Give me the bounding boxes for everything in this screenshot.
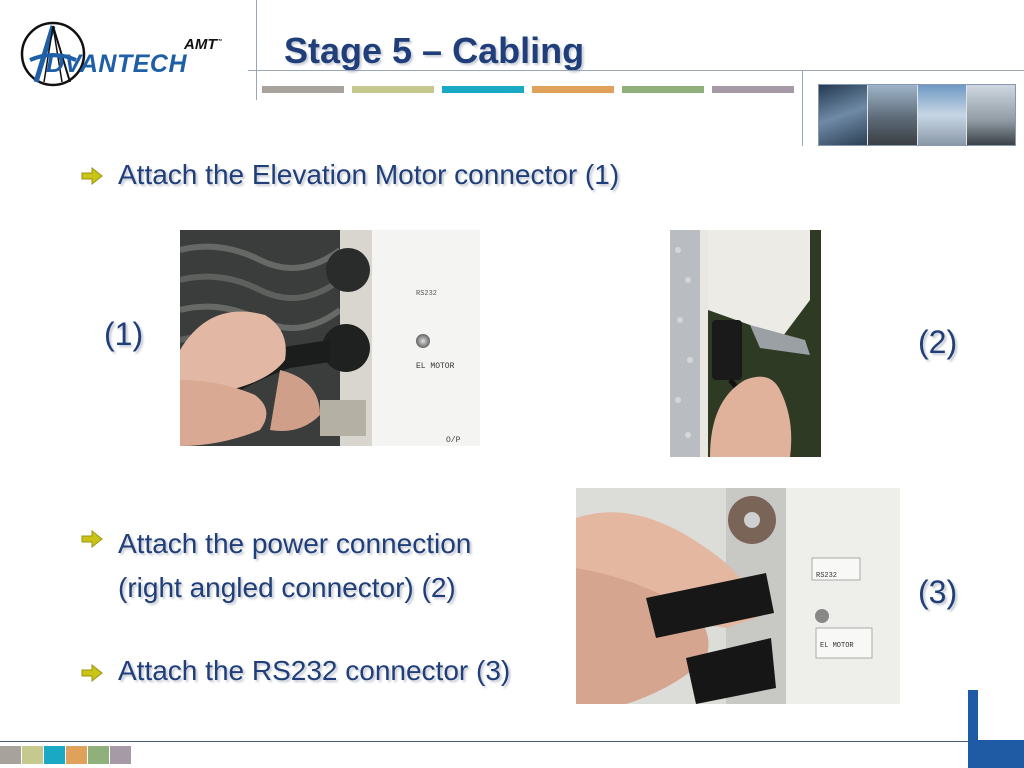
bullet-text: (right angled connector) (2) (118, 572, 456, 603)
header-thumb-walker (966, 85, 1015, 145)
photo3-label-el-motor: EL MOTOR (820, 642, 854, 650)
footer-bar-green (88, 746, 109, 764)
footer-color-bars (0, 746, 132, 764)
color-bar-olive (352, 86, 434, 93)
header-divider-right (802, 70, 803, 146)
bullet-power-connection: Attach the power connection (right angle… (118, 522, 471, 610)
footer-bar-olive (22, 746, 43, 764)
photo3-label-rs232: RS232 (816, 572, 838, 580)
color-bar-mauve (712, 86, 794, 93)
logo-amt-text: AMT™ (184, 36, 223, 53)
color-bar-orange (532, 86, 614, 93)
footer-accent-block (968, 740, 1024, 768)
bullet-text: Attach the RS232 connector (3) (118, 655, 511, 686)
satellite-dish-logo-icon (20, 21, 86, 87)
header-photo-strip (818, 84, 1016, 146)
photo-rs232-connector: RS232 EL MOTOR (576, 488, 900, 704)
label-one: (1) (104, 316, 144, 352)
footer-accent-vertical (968, 690, 978, 768)
arrow-right-icon (81, 167, 103, 185)
label-two: (2) (918, 324, 958, 360)
bullet-text: Attach the Elevation Motor connector (1) (118, 159, 620, 190)
panel-label-el-motor: EL MOTOR (416, 362, 455, 371)
logo-brand-text: DVANTECH (46, 50, 188, 78)
footer-bar-orange (66, 746, 87, 764)
arrow-right-icon (81, 530, 103, 548)
page-title: Stage 5 – Cabling (284, 30, 585, 71)
panel-label-rs232: RS232 (416, 290, 438, 298)
header-thumb-person (868, 85, 918, 145)
photo-panel-labels: RS232 EL MOTOR O/P (372, 230, 480, 446)
header-divider-horizontal (248, 70, 1024, 71)
footer-bar-teal (44, 746, 65, 764)
footer-bar-mauve (110, 746, 131, 764)
bullet-rs232: Attach the RS232 connector (3) (118, 657, 510, 685)
photo-elevation-connector (180, 230, 372, 446)
arrow-right-icon (81, 664, 103, 682)
panel-screw (416, 334, 430, 348)
company-logo: AMT™ DVANTECH (16, 16, 248, 96)
header-thumb-earth (819, 85, 869, 145)
color-bar-green (622, 86, 704, 93)
panel-label-op: O/P (446, 436, 461, 445)
color-bar-teal (442, 86, 524, 93)
label-three: (3) (918, 574, 958, 610)
footer-divider (0, 741, 1024, 742)
bullet-text: Attach the power connection (118, 528, 472, 559)
header-thumb-dish (917, 85, 967, 145)
color-bar-grey (262, 86, 344, 93)
header-divider-vertical (256, 0, 257, 100)
footer-bar-grey (0, 746, 21, 764)
bullet-elevation-motor: Attach the Elevation Motor connector (1) (118, 161, 619, 189)
photo-power-connector (670, 230, 821, 457)
